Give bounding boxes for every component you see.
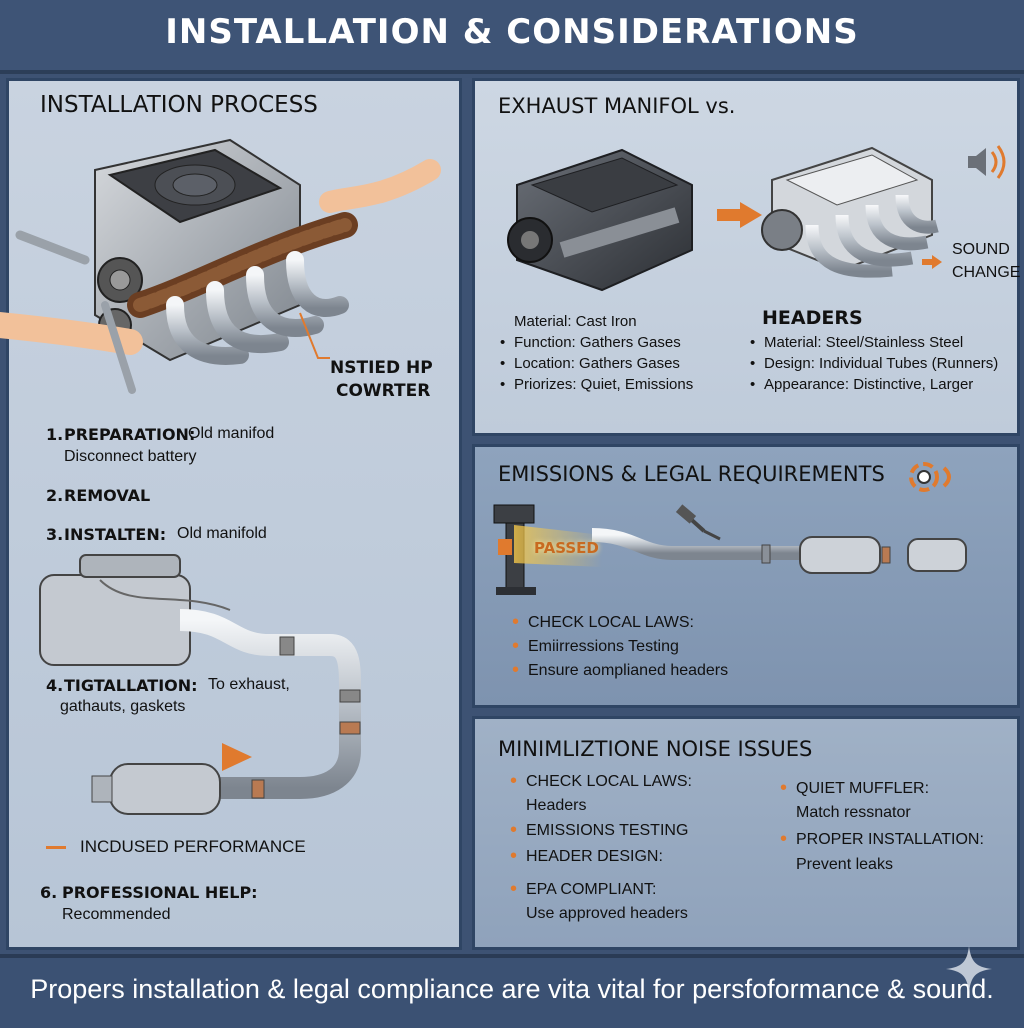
step-3-text: Old manifold (177, 525, 267, 542)
emissions-icon (909, 462, 951, 492)
step-6-label: PROFESSIONAL HELP: (62, 883, 258, 902)
noise-col1-label-4: EPA COMPLIANT: (510, 878, 656, 901)
noise-col2-label-1: QUIET MUFFLER: (780, 777, 929, 800)
noise-col1-label-1: CHECK LOCAL LAWS: (510, 770, 692, 793)
hp-callout-line2: COWRTER (336, 381, 431, 401)
performance-label: INCDUSED PERFORMANCE (80, 837, 306, 856)
page-title: INSTALLATION & CONSIDERATIONS (165, 12, 859, 52)
step-3-num: 3. (46, 525, 64, 544)
manifold-material: Material: Cast Iron (514, 313, 637, 330)
step-2-num: 2. (46, 486, 64, 505)
step-1-label: PREPARATION: (64, 425, 196, 444)
engine-install-illustration (0, 138, 441, 394)
hp-callout-line1: NSTIED HP (330, 358, 433, 378)
sound-change-line1: SOUND (952, 241, 1010, 258)
passed-label: PASSED (534, 539, 599, 557)
sparkle-icon (946, 946, 992, 992)
noise-col1-sub-4: Use approved headers (526, 905, 688, 922)
emissions-title: EMISSIONS & LEGAL REQUIREMENTS (498, 462, 885, 486)
step-4-num: 4. (46, 676, 64, 695)
noise-col2-sub-2: Prevent leaks (796, 856, 893, 873)
emissions-item-3: Ensure aomplianed headers (512, 659, 728, 682)
emissions-item-2: Emiirressions Testing (512, 635, 679, 658)
step-1-text: Old manifod (188, 425, 275, 442)
footer-bar: Propers installation & legal compliance … (0, 954, 1024, 1028)
step-3-label: INSTALTEN: (64, 525, 167, 544)
noise-col2-label-2: PROPER INSTALLATION: (780, 828, 984, 851)
headers-title: HEADERS (762, 307, 863, 329)
noise-title: MINIMLIZTIONE NOISE ISSUES (498, 737, 813, 761)
step-2-label: REMOVAL (64, 486, 151, 505)
step-6-num: 6. (40, 883, 58, 902)
comparison-title: EXHAUST MANIFOL vs. (498, 94, 736, 118)
manifold-bullet-2: Location: Gathers Gases (500, 355, 680, 372)
manifold-vs-headers-illustration (507, 145, 1006, 292)
step-4-label: TIGTALLATION: (64, 676, 198, 695)
noise-col2-sub-1: Match ressnator (796, 804, 911, 821)
emissions-tester-illustration (493, 504, 976, 595)
step-4-sub: gathauts, gaskets (60, 698, 186, 715)
footer-text: Propers installation & legal compliance … (30, 974, 994, 1004)
performance-dash (46, 846, 66, 849)
manifold-bullet-3: Priorizes: Quiet, Emissions (500, 376, 693, 393)
step-1-num: 1. (46, 425, 64, 444)
sound-change-line2: CHANGE (952, 264, 1021, 281)
noise-col1-label-2: EMISSIONS TESTING (510, 819, 688, 842)
step-4-text: To exhaust, (208, 676, 290, 693)
manifold-bullet-1: Function: Gathers Gases (500, 334, 681, 351)
headers-bullet-3: Appearance: Distinctive, Larger (750, 376, 973, 393)
noise-col1-sub-1: Headers (526, 797, 587, 814)
exhaust-system-illustration (39, 554, 361, 815)
installation-title: INSTALLATION PROCESS (40, 92, 318, 118)
step-1-sub: Disconnect battery (64, 448, 197, 465)
step-6-sub: Recommended (62, 906, 171, 923)
headers-bullet-2: Design: Individual Tubes (Runners) (750, 355, 998, 372)
emissions-item-1: CHECK LOCAL LAWS: (512, 611, 694, 634)
noise-col1-label-3: HEADER DESIGN: (510, 845, 663, 868)
header-bar: INSTALLATION & CONSIDERATIONS (0, 0, 1024, 74)
headers-bullet-1: Material: Steel/Stainless Steel (750, 334, 963, 351)
